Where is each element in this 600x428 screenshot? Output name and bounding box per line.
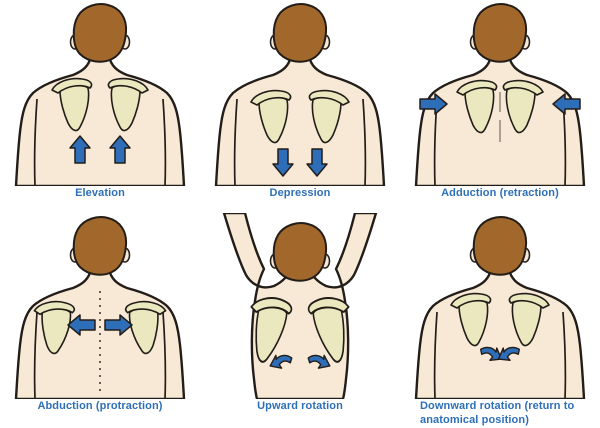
figure-downward-rotation: Downward rotation (return to anatomical … [400, 213, 600, 426]
head [269, 3, 331, 63]
figure-upward-rotation: Upward rotation [200, 213, 400, 426]
figure-depression: Depression [200, 0, 400, 213]
person-back-depression-illustration [214, 3, 386, 186]
torso-back [214, 51, 386, 186]
arm-line [162, 311, 167, 399]
arm-line [233, 98, 238, 186]
head [69, 3, 131, 63]
arm-line [362, 98, 367, 186]
figure-label: Elevation [75, 187, 125, 199]
figure-label: Adduction (retraction) [441, 187, 559, 199]
figure-label: Upward rotation [257, 400, 343, 412]
arm-line [433, 311, 438, 399]
arm-line [33, 311, 38, 399]
torso-back [414, 264, 586, 399]
head [269, 222, 331, 282]
person-back-elevation-illustration [14, 3, 186, 186]
person-back-arms-raised-illustration [222, 213, 378, 399]
figure-label: Downward rotation (return to anatomical … [420, 400, 575, 427]
torso-back [14, 264, 186, 399]
person-back-downward-rotation-illustration [414, 216, 586, 399]
arm-line [162, 98, 167, 186]
person-back-abduction-illustration [14, 216, 186, 399]
head [469, 216, 531, 276]
torso-back [14, 51, 186, 186]
torso-back [414, 51, 586, 186]
head [69, 216, 131, 276]
arm-line [562, 311, 567, 399]
figure-abduction-protraction: Abduction (protraction) [0, 213, 200, 426]
head [469, 3, 531, 63]
figure-elevation: Elevation [0, 0, 200, 213]
figure-adduction-retraction: Adduction (retraction) [400, 0, 600, 213]
figure-label: Abduction (protraction) [37, 400, 163, 412]
arm-line [33, 98, 38, 186]
figure-label: Depression [269, 187, 331, 199]
person-back-adduction-illustration [414, 3, 586, 186]
